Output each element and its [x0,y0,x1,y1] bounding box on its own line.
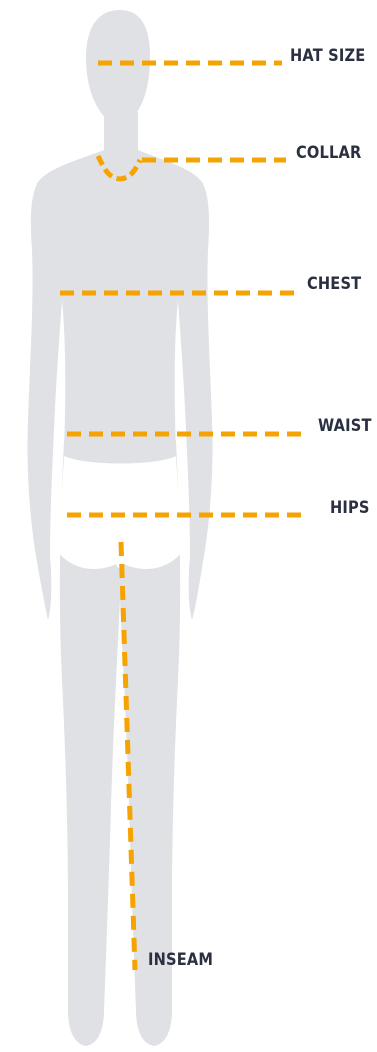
inseam-label: INSEAM [148,950,213,970]
head [86,10,150,122]
waist-label: WAIST [318,416,372,436]
hips-label: HIPS [330,498,370,518]
hat-size-label: HAT SIZE [290,46,365,66]
chest-label: CHEST [307,274,361,294]
collar-label: COLLAR [296,143,361,163]
